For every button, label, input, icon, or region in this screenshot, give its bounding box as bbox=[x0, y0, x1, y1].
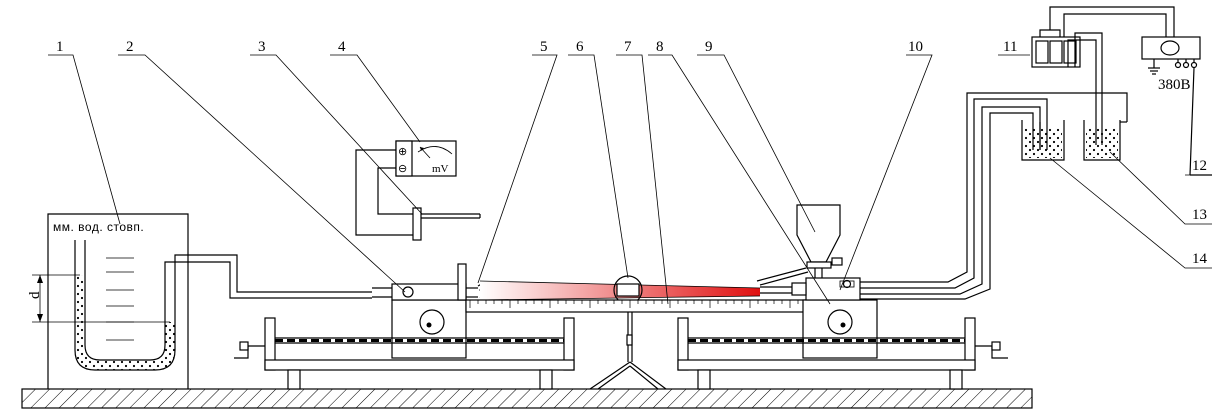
callout-10: 10 bbox=[908, 39, 923, 55]
callout-4: 4 bbox=[338, 39, 346, 55]
u-tube-manometer: мм. вод. стовп. d bbox=[27, 213, 372, 389]
height-label: d bbox=[27, 291, 43, 299]
callout-6: 6 bbox=[576, 39, 584, 55]
callout-7: 7 bbox=[624, 39, 632, 55]
callout-13: 13 bbox=[1192, 207, 1207, 223]
callout-9: 9 bbox=[705, 39, 713, 55]
meter-plus: ⊕ bbox=[398, 146, 407, 158]
manometer-label: мм. вод. стовп. bbox=[53, 220, 144, 234]
center-support bbox=[589, 275, 667, 390]
scale-ruler bbox=[465, 299, 807, 313]
callout-numbers: 1 2 3 4 5 6 7 8 9 10 11 12 13 14 bbox=[56, 39, 1208, 267]
callout-3: 3 bbox=[258, 39, 266, 55]
callout-2: 2 bbox=[126, 39, 134, 55]
callout-11: 11 bbox=[1003, 39, 1017, 55]
millivoltmeter: ⊕ ⊖ mV bbox=[355, 140, 481, 241]
callout-1: 1 bbox=[56, 39, 64, 55]
floor bbox=[21, 388, 1033, 409]
voltage-label: 380В bbox=[1158, 77, 1191, 93]
right-rail bbox=[677, 317, 1008, 390]
callout-5: 5 bbox=[540, 39, 548, 55]
power-and-tanks: 380В bbox=[1021, 6, 1212, 176]
callout-leaders bbox=[48, 54, 1212, 305]
meter-unit: mV bbox=[432, 163, 449, 175]
left-rail bbox=[234, 317, 575, 390]
left-carriage bbox=[372, 263, 489, 359]
right-carriage bbox=[756, 92, 1128, 359]
meter-minus: ⊖ bbox=[398, 163, 407, 175]
callout-14: 14 bbox=[1192, 251, 1208, 267]
callout-8: 8 bbox=[656, 39, 664, 55]
callout-12: 12 bbox=[1192, 158, 1207, 174]
